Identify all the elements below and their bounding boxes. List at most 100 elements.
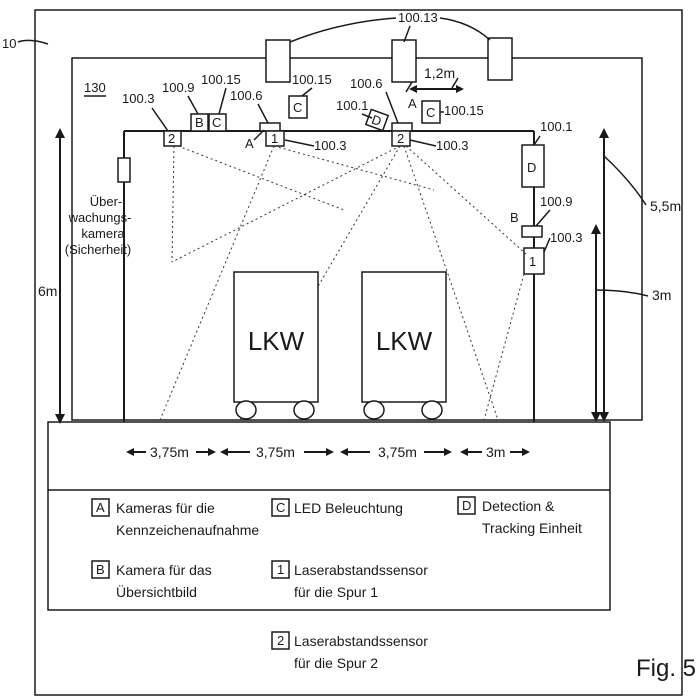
- led-light-left: [208, 113, 227, 132]
- overview-camera-left: [190, 113, 209, 132]
- led-light-left-label: C: [212, 115, 221, 130]
- truck-2-wheel-right: [421, 400, 443, 420]
- ref-100-15-left-leader: [218, 87, 227, 115]
- legend: A Kameras für die Kennzeichenaufnahme B …: [91, 496, 582, 671]
- lane-3-width: 3,75m: [378, 444, 417, 460]
- ref-100-6-right-leader: [385, 91, 399, 124]
- laser-sensor-1-right-label: 1: [529, 254, 536, 269]
- inner-frame: [71, 57, 643, 421]
- plate-camera-a-right-marker: A: [408, 96, 417, 111]
- outer-frame: [34, 9, 683, 696]
- overview-camera-right-marker: B: [510, 210, 519, 225]
- ref-100-15-center: 100.15: [292, 72, 332, 87]
- ref-10-leader: [17, 39, 49, 45]
- ref-100-9-right: 100.9: [540, 194, 573, 209]
- beam-3: [273, 145, 435, 191]
- road-and-legend-box: [47, 421, 611, 611]
- legend-a-line-2: Kennzeichenaufnahme: [116, 522, 259, 538]
- laser-sensor-1-right: [523, 247, 545, 275]
- spacing-label: 1,2m: [424, 65, 455, 81]
- ref-100-1-right: 100.1: [540, 119, 573, 134]
- legend-d-line-1: Detection &: [482, 498, 555, 514]
- beam-9: [483, 273, 525, 421]
- ref-100-3-center-left-leader: [284, 139, 315, 147]
- ref-100-13: 100.13: [398, 10, 438, 25]
- ref-100-1-center-leader: [361, 113, 373, 119]
- lane-2-width: 3,75m: [256, 444, 295, 460]
- ref-100-15-left: 100.15: [201, 72, 241, 87]
- spacing-arrow-head-right: [456, 85, 464, 93]
- legend-key-a-letter: A: [96, 500, 105, 515]
- ref-130: 130: [84, 80, 106, 95]
- led-light-center-left: [288, 95, 308, 119]
- height-5-5m-head-bottom: [599, 412, 609, 422]
- truck-1-wheel-left: [235, 400, 257, 420]
- legend-key-1: [271, 560, 290, 579]
- height-3m-head-top: [591, 224, 601, 234]
- legend-1-line-2: für die Spur 1: [294, 584, 378, 600]
- beam-8: [405, 145, 527, 255]
- overview-camera-right: [521, 225, 543, 238]
- overview-camera-left-label: B: [195, 115, 204, 130]
- lane-4-width: 3m: [486, 444, 505, 460]
- legend-key-c-letter: C: [276, 500, 285, 515]
- lane-1-width: 3,75m: [150, 444, 189, 460]
- legend-key-2-letter: 2: [277, 633, 284, 648]
- surveillance-camera: [117, 157, 131, 183]
- ref-10: 10: [2, 36, 16, 51]
- led-light-center-right-label: C: [426, 105, 435, 120]
- ref-100-9-right-leader: [535, 209, 551, 227]
- legend-key-b-letter: B: [96, 562, 105, 577]
- legend-1-line-1: Laserabstandssensor: [294, 562, 428, 578]
- ref-100-6-left-leader: [257, 103, 269, 124]
- ref-100-3-left-leader: [151, 107, 169, 132]
- legend-key-a: [91, 498, 110, 517]
- height-3m-leader: [595, 289, 649, 297]
- lane-dimension-line: [126, 448, 530, 456]
- height-5-5m-label: 5,5m: [650, 198, 681, 214]
- surveillance-label-3: kamera: [81, 226, 125, 241]
- laser-sensor-2-center-label: 2: [397, 131, 404, 146]
- beam-2: [177, 145, 345, 211]
- truck-1-wheel-right: [293, 400, 315, 420]
- height-6m-head-top: [55, 128, 65, 138]
- legend-2-line-1: Laserabstandssensor: [294, 633, 428, 649]
- height-5-5m-leader: [603, 155, 647, 206]
- beam-1: [171, 145, 175, 263]
- ref-100-3-center-left: 100.3: [314, 138, 347, 153]
- height-3m-head-bottom: [591, 412, 601, 422]
- height-6m-head-bottom: [55, 414, 65, 424]
- ref-100-6-right: 100.6: [350, 76, 383, 91]
- top-camera-left: [265, 39, 291, 83]
- surveillance-label-2: wachungs-: [68, 210, 132, 225]
- top-camera-middle: [391, 39, 417, 83]
- height-3m-label: 3m: [652, 287, 671, 303]
- legend-key-1-letter: 1: [277, 562, 284, 577]
- plate-camera-a-left-marker: A: [245, 136, 254, 151]
- led-light-center-left-label: C: [293, 100, 302, 115]
- height-5-5m-head-top: [599, 128, 609, 138]
- plate-camera-a-left-marker-leader: [253, 129, 265, 141]
- ref-100-1-right-leader: [533, 135, 541, 146]
- beam-7: [403, 145, 499, 421]
- legend-key-d-letter: D: [462, 498, 471, 513]
- ref-100-3-center-right: 100.3: [436, 138, 469, 153]
- legend-a-line-1: Kameras für die: [116, 500, 215, 516]
- ref-100-13-leader-right: [439, 17, 491, 41]
- ref-100-15-center-leader: [301, 87, 313, 97]
- beam-6: [171, 145, 401, 263]
- laser-sensor-2-left-label: 2: [168, 131, 175, 146]
- ref-100-9-left: 100.9: [162, 80, 195, 95]
- legend-key-d: [457, 496, 476, 515]
- legend-key-c: [271, 498, 290, 517]
- legend-b-line-2: Übersichtbild: [116, 583, 197, 600]
- legend-2-line-2: für die Spur 2: [294, 655, 378, 671]
- ref-100-3-right: 100.3: [550, 230, 583, 245]
- spacing-tick-right: [451, 77, 459, 89]
- ref-100-15-right: 100.15: [444, 103, 484, 118]
- ref-100-13-leader-mid: [403, 25, 411, 43]
- truck-1-label: LKW: [248, 326, 305, 356]
- surveillance-label-4: (Sicherheit): [65, 242, 131, 257]
- laser-sensor-2-center: [391, 130, 411, 147]
